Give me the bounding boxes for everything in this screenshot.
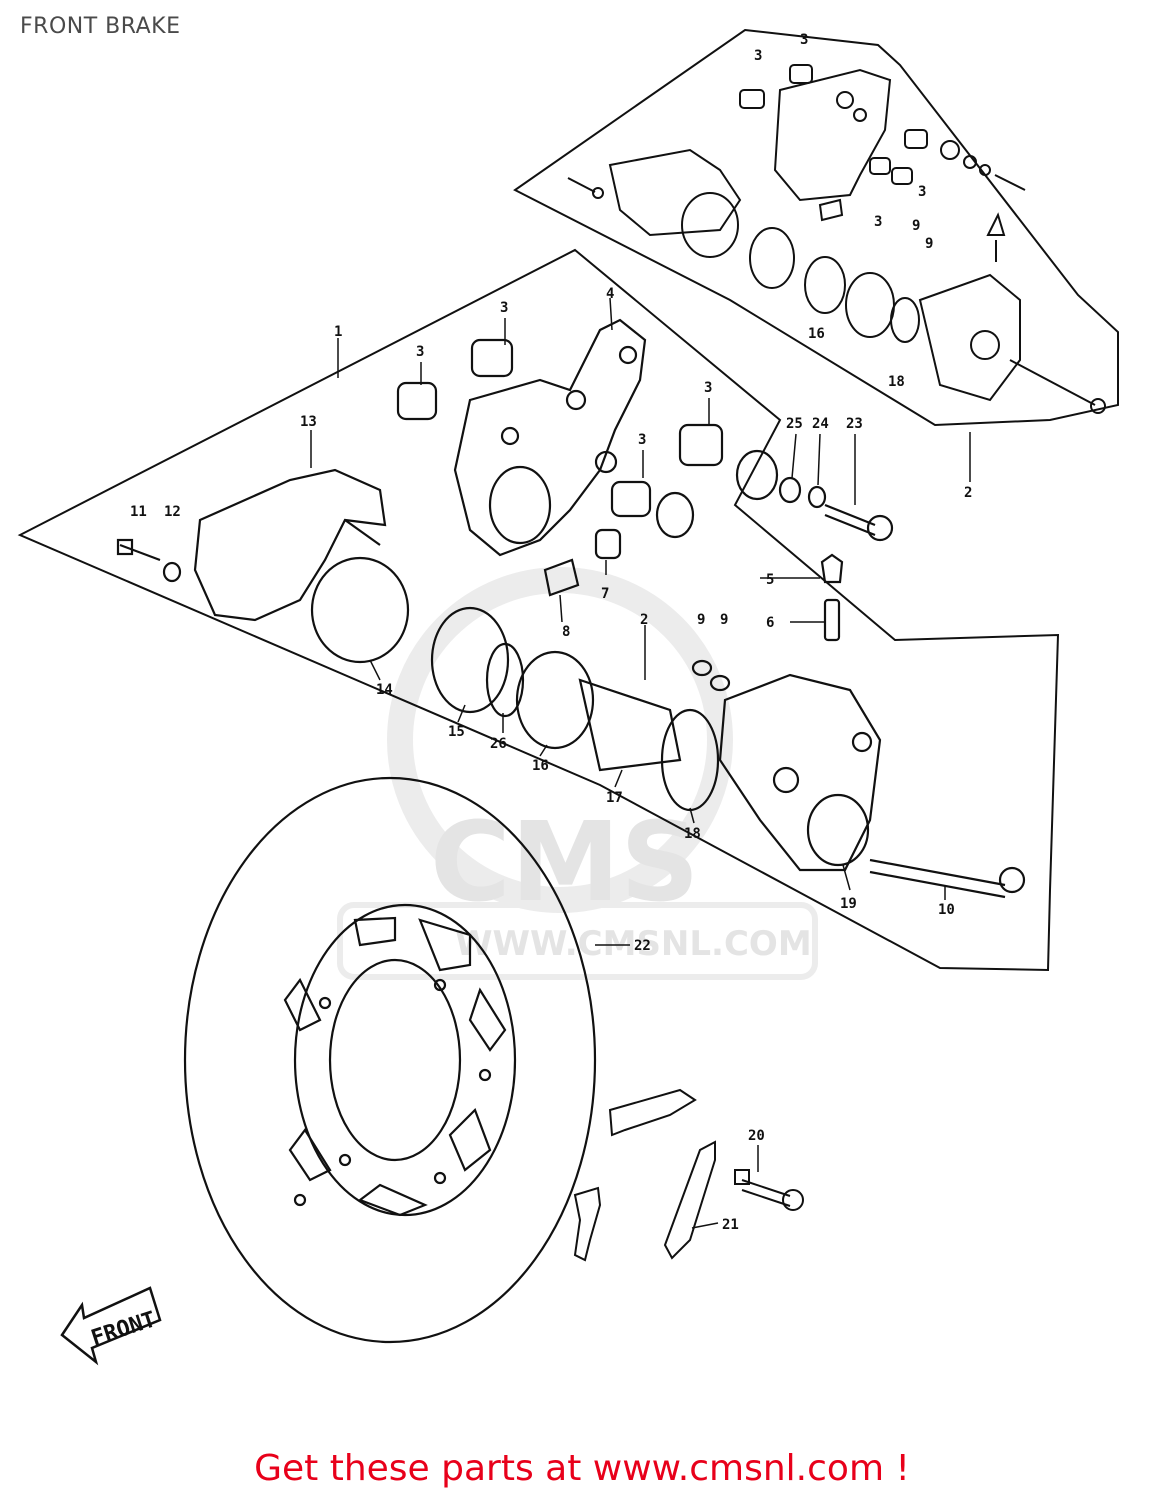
label-9b: 9	[720, 612, 728, 628]
brake-disc	[183, 776, 597, 1344]
label-3-left: 3	[416, 344, 424, 360]
front-arrow-icon	[60, 1286, 162, 1366]
label-8: 8	[562, 624, 570, 640]
label-3-top: 3	[800, 32, 808, 48]
label-9-upper-a: 9	[912, 218, 920, 234]
label-3-upper-mid: 3	[874, 214, 882, 230]
label-19: 19	[840, 896, 857, 912]
label-25: 25	[786, 416, 803, 432]
upper-caliper-assembly	[567, 64, 1106, 414]
label-22: 22	[634, 938, 651, 954]
label-16: 16	[532, 758, 549, 774]
label-18: 18	[684, 826, 701, 842]
label-16-upper: 16	[808, 326, 825, 342]
label-24: 24	[812, 416, 829, 432]
label-2-upper: 2	[964, 485, 972, 501]
label-18-upper: 18	[888, 374, 905, 390]
label-6: 6	[766, 615, 774, 631]
label-17: 17	[606, 790, 623, 806]
label-15: 15	[448, 724, 465, 740]
label-9a: 9	[697, 612, 705, 628]
label-21: 21	[722, 1217, 739, 1233]
label-3-upper: 3	[754, 48, 762, 64]
promo-link[interactable]: Get these parts at www.cmsnl.com !	[254, 1448, 910, 1489]
label-26: 26	[490, 736, 507, 752]
label-3-right: 3	[704, 380, 712, 396]
lock-plates	[573, 1088, 804, 1262]
label-11: 11	[130, 504, 147, 520]
label-3-mid: 3	[638, 432, 646, 448]
label-10: 10	[938, 902, 955, 918]
label-23: 23	[846, 416, 863, 432]
label-3-upper-right: 3	[918, 184, 926, 200]
front-arrow-label: FRONT	[88, 1307, 159, 1351]
watermark-url: WWW.CMSNL.COM	[455, 924, 812, 964]
label-20: 20	[748, 1128, 765, 1144]
label-2: 2	[640, 612, 648, 628]
label-3: 3	[500, 300, 508, 316]
part-labels: 1 2 2 3 3 3 3 3 3 3 3 4 5 6 7 8 9 9 9 9 …	[130, 32, 972, 1233]
label-5: 5	[766, 572, 774, 588]
label-1: 1	[334, 324, 342, 340]
front-arrow: FRONT	[60, 1286, 162, 1366]
main-outline	[17, 248, 1060, 972]
page-title: FRONT BRAKE	[20, 14, 181, 39]
label-9-upper-b: 9	[925, 236, 933, 252]
label-12: 12	[164, 504, 181, 520]
label-7: 7	[601, 586, 609, 602]
leader-lines	[310, 297, 971, 1229]
upper-inset-outline	[513, 28, 1119, 427]
label-14: 14	[376, 682, 393, 698]
label-13: 13	[300, 414, 317, 430]
label-4: 4	[606, 286, 614, 302]
